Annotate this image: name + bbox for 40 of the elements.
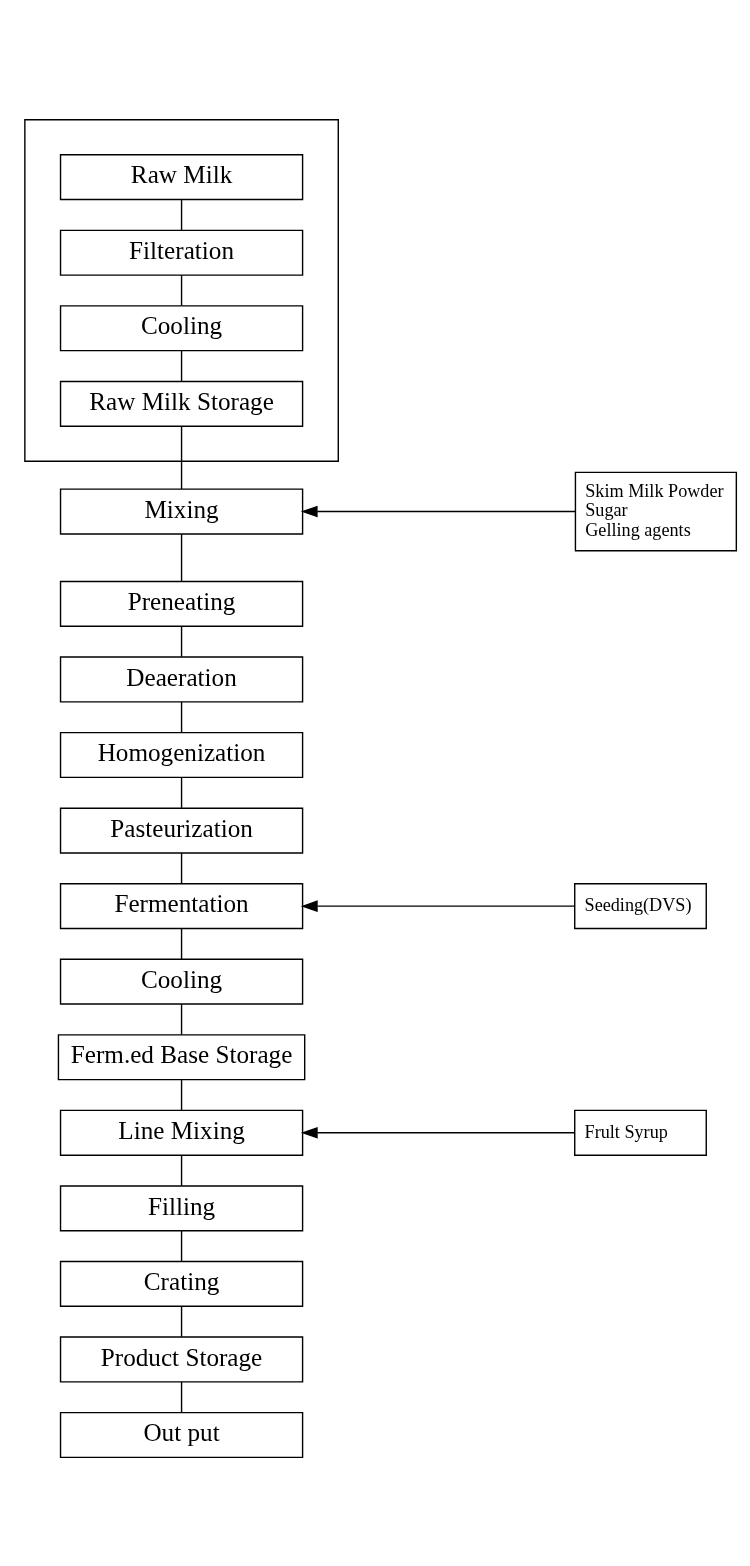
connector	[180, 350, 183, 382]
connector	[180, 533, 183, 583]
node-box: Fermentation	[59, 883, 304, 930]
connector	[180, 701, 183, 734]
connector	[180, 274, 183, 307]
node-box: Raw Milk Storage	[59, 380, 304, 427]
node-box: Cooling	[59, 958, 304, 1005]
connector	[180, 1230, 183, 1262]
node-box: Raw Milk	[59, 154, 304, 201]
node-box: Crating	[59, 1260, 304, 1307]
node-box: Seeding(DVS)	[574, 883, 707, 930]
node-box: Product Storage	[59, 1336, 304, 1383]
node-box: Filling	[59, 1185, 304, 1232]
node-box: Line Mixing	[59, 1109, 304, 1156]
connector	[180, 1003, 183, 1036]
node-box: Filteration	[59, 229, 304, 276]
node-box: Frult Syrup	[574, 1109, 707, 1156]
connector	[180, 625, 183, 658]
node-box: Ferm.ed Base Storage	[57, 1034, 306, 1081]
node-box: Pasteurization	[59, 807, 304, 854]
arrow	[300, 505, 576, 518]
node-box: Deaeration	[59, 656, 304, 703]
node-box: Mixing	[59, 488, 304, 535]
connector	[180, 1154, 183, 1187]
node-box: Out put	[59, 1411, 304, 1459]
arrow	[300, 1126, 576, 1139]
cluster	[24, 119, 339, 462]
node-box: Homogenization	[59, 731, 304, 779]
connector	[180, 425, 183, 490]
connector	[180, 198, 183, 231]
node-box: Cooling	[59, 305, 304, 352]
connector	[180, 776, 183, 809]
node-box: Preneating	[59, 580, 304, 627]
node-box: Skim Milk Powder Sugar Gelling agents	[574, 471, 738, 552]
connector	[180, 1381, 183, 1414]
connector	[180, 1079, 183, 1111]
arrow	[300, 900, 576, 912]
connector	[180, 927, 183, 960]
connector	[180, 1305, 183, 1338]
connector	[180, 852, 183, 885]
